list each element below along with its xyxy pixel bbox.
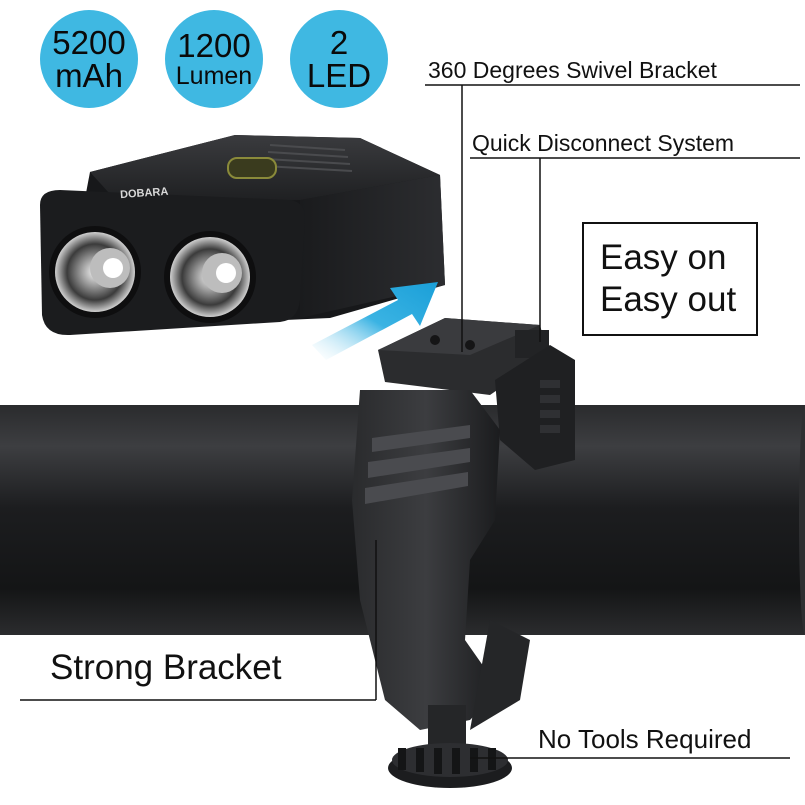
bracket-clamp: [352, 318, 575, 730]
badge-unit: LED: [306, 57, 372, 94]
callout-lines: [20, 84, 800, 759]
lumen-badge: 1200 Lumen: [165, 10, 263, 108]
badge-value: 2: [329, 24, 349, 61]
led-count-badge: 2 LED: [290, 10, 388, 108]
slide-direction-arrow: [312, 282, 438, 360]
easy-out-text: Easy out: [600, 280, 737, 319]
badge-unit: Lumen: [175, 62, 253, 90]
light-logo: DOBARA: [120, 186, 169, 201]
badge-unit: mAh: [55, 57, 123, 94]
badge-value: 5200: [52, 24, 126, 61]
swivel-bracket-label: 360 Degrees Swivel Bracket: [428, 57, 717, 83]
easy-on-easy-out-box: Easy on Easy out: [582, 222, 758, 336]
badge-value: 1200: [177, 27, 251, 64]
bike-light-body: [40, 135, 445, 336]
strong-bracket-label: Strong Bracket: [50, 648, 282, 687]
quick-disconnect-label: Quick Disconnect System: [472, 130, 735, 156]
battery-capacity-badge: 5200 mAh: [40, 10, 138, 108]
easy-on-text: Easy on: [600, 238, 727, 277]
no-tools-required-label: No Tools Required: [538, 724, 752, 754]
